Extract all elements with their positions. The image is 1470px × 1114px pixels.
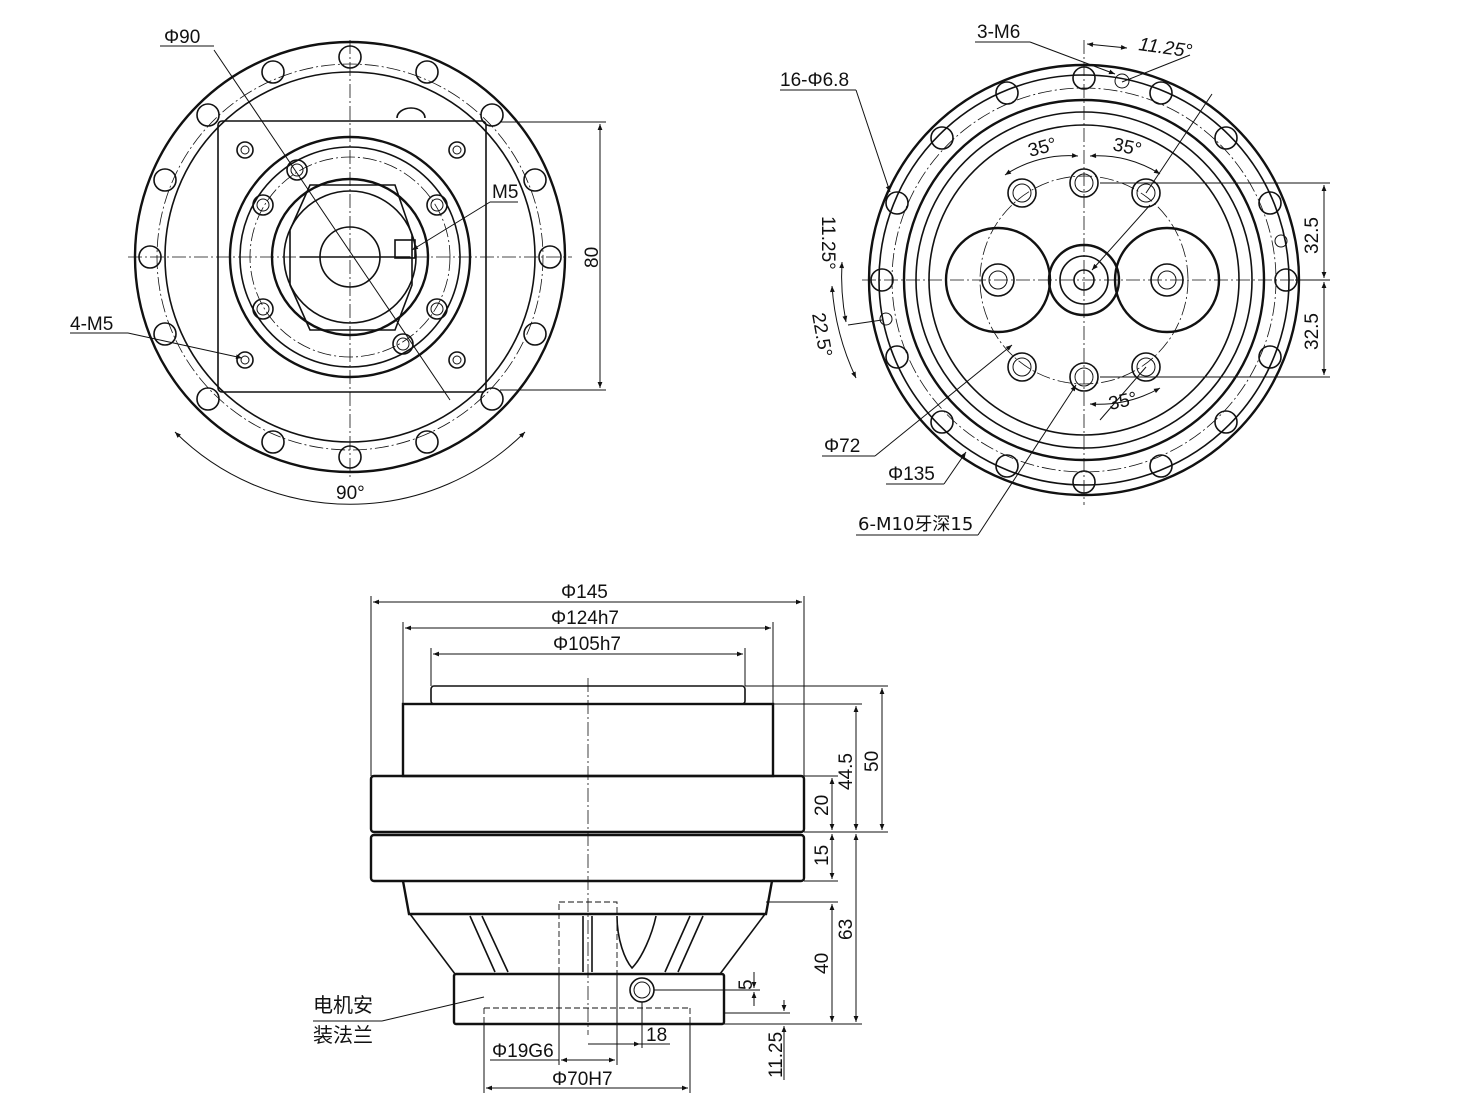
angle-90-label: 90° [336, 483, 365, 504]
phi145-label: Φ145 [561, 582, 608, 603]
phi90-label: Φ90 [164, 27, 200, 48]
phi135-label: Φ135 [888, 464, 935, 485]
dim-18-label: 18 [646, 1025, 667, 1046]
motor-flange-label-line1: 电机安 [313, 993, 373, 1017]
front-view [70, 40, 606, 505]
dim-5-label: 5 [736, 979, 757, 990]
dim-63-label: 63 [836, 919, 857, 940]
angle-22-5-label: 22.5° [807, 311, 835, 359]
angle-11-25-top-label: 11.25° [1137, 34, 1194, 62]
phi105-label: Φ105h7 [553, 634, 621, 655]
angle-35-left-label: 35° [1026, 134, 1059, 162]
rear-view [780, 40, 1330, 536]
phi72-label: Φ72 [824, 436, 860, 457]
dim-50-label: 50 [862, 751, 883, 772]
side-view [313, 596, 888, 1093]
dim-15-label: 15 [812, 845, 833, 866]
angle-35-bottom-label: 35° [1107, 388, 1139, 415]
dim-20-label: 20 [812, 795, 833, 816]
front-corner-holes [236, 141, 466, 369]
three-m6-label: 3-M6 [977, 22, 1020, 43]
phi124-label: Φ124h7 [551, 608, 619, 629]
dim-80-label: 80 [582, 247, 603, 268]
four-m5-label: 4-M5 [70, 314, 113, 335]
dim-40-label: 40 [812, 953, 833, 974]
phi19-label: Φ19G6 [492, 1041, 554, 1062]
phi70-label: Φ70H7 [552, 1069, 613, 1090]
six-m10-label: 6-M10牙深15 [858, 514, 973, 535]
angle-11-25-left-label: 11.25° [817, 216, 838, 270]
rear-m6-holes [879, 73, 1288, 326]
front-mid-holes [252, 159, 448, 355]
dim-44-5-label: 44.5 [836, 753, 857, 790]
motor-flange-label-line2: 装法兰 [313, 1023, 373, 1047]
dim-32-5-top-label: 32.5 [1302, 217, 1323, 254]
dim-32-5-bottom-label: 32.5 [1302, 313, 1323, 350]
dim-11-25-label: 11.25 [766, 1032, 787, 1078]
m5-label: M5 [492, 182, 518, 203]
sixteen-phi68-label: 16-Φ6.8 [780, 70, 849, 91]
